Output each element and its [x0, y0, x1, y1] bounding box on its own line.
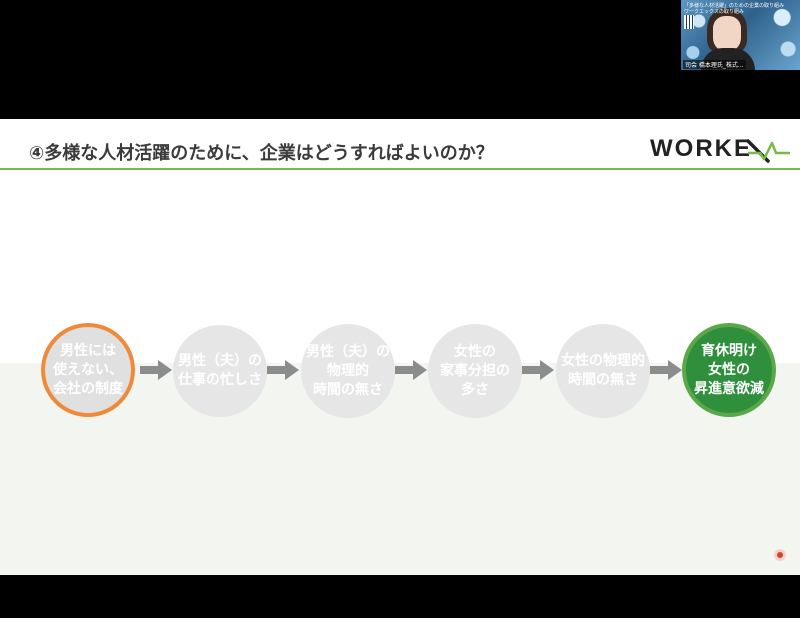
logo-x-mark-icon	[746, 139, 790, 163]
video-header-text: 「多様な人材活躍」のための企業の取り組み	[684, 3, 785, 9]
cause-effect-flow: 男性には 使えない、 会社の制度 男性（夫）の 仕事の忙しさ 男性（夫）の 物理…	[0, 119, 800, 575]
presentation-slide: ④多様な人材活躍のために、企業はどうすればよいのか？ WORKE 男性には 使え…	[0, 119, 800, 575]
flow-node-label: 女性の 家事分担の 多さ	[440, 343, 510, 398]
workex-logo: WORKE	[650, 135, 792, 165]
logo-text: WORKE	[650, 135, 752, 162]
recording-indicator-icon[interactable]	[774, 549, 786, 561]
participant-face	[713, 16, 741, 52]
slide-title: ④多様な人材活躍のために、企業はどうすればよいのか？	[29, 143, 494, 164]
flow-node-company-system: 男性には 使えない、 会社の制度	[41, 323, 135, 417]
flow-node-label: 男性（夫）の 仕事の忙しさ	[178, 353, 262, 388]
arrow-right-icon	[522, 360, 554, 380]
flow-node-husband-no-time: 男性（夫）の 物理的 時間の無さ	[301, 324, 395, 418]
video-subheader-text: ワークエックスの取り組み	[684, 9, 744, 15]
arrow-right-icon	[650, 360, 682, 380]
arrow-right-icon	[140, 360, 172, 380]
participant-video-thumbnail[interactable]: 「多様な人材活躍」のための企業の取り組み ワークエックスの取り組み 司会 橋本理…	[681, 0, 800, 70]
flow-node-label: 女性の物理的 時間の無さ	[561, 353, 645, 388]
flow-node-wife-housework: 女性の 家事分担の 多さ	[428, 324, 522, 418]
participant-name-label: 司会 橋本理氏_株式...	[683, 60, 746, 69]
title-divider	[0, 168, 800, 170]
flow-node-label: 男性（夫）の 物理的 時間の無さ	[306, 343, 390, 398]
arrow-right-icon	[267, 360, 299, 380]
flow-node-label: 育休明け 女性の 昇進意欲減	[694, 342, 764, 397]
qr-code-icon	[684, 15, 694, 29]
arrow-right-icon	[395, 360, 427, 380]
flow-node-husband-work-busy: 男性（夫）の 仕事の忙しさ	[173, 325, 267, 417]
flow-node-promotion-motivation-decrease: 育休明け 女性の 昇進意欲減	[682, 323, 776, 417]
flow-node-wife-no-time: 女性の物理的 時間の無さ	[556, 324, 650, 418]
slide-lower-band	[0, 363, 800, 575]
flow-node-label: 男性には 使えない、 会社の制度	[53, 342, 123, 397]
